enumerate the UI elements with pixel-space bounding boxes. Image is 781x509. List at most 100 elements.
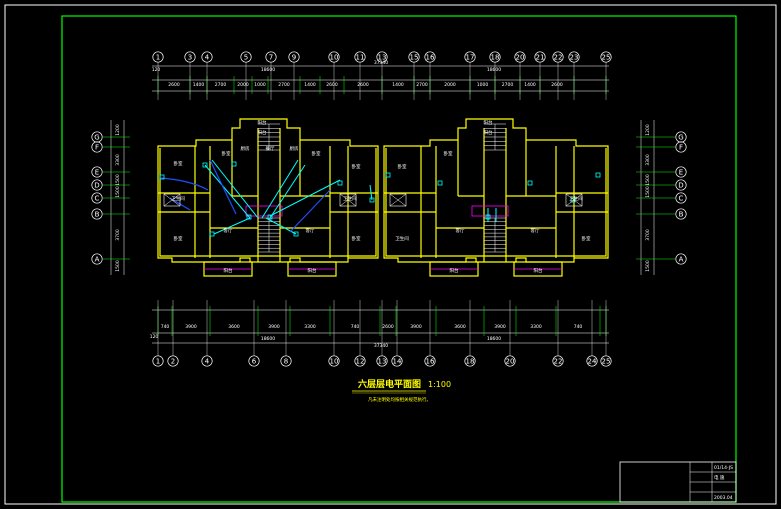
unit-left-inner (159, 148, 377, 257)
svg-text:4: 4 (205, 357, 210, 365)
fixture-symbol (246, 214, 252, 220)
svg-text:E: E (95, 168, 99, 176)
dim-top-segment: 2700 (215, 82, 227, 88)
dim-left-segment: 1500 (115, 186, 121, 198)
svg-text:10: 10 (330, 53, 339, 61)
dim-bottom-segment: 740 (574, 324, 583, 330)
dim-right-segment: 1500 (645, 174, 651, 186)
floor-plan (157, 118, 609, 277)
room-label: 卫生间 (171, 195, 185, 202)
dim-left-segment: 1200 (115, 124, 121, 136)
axis-bubble-right-B: B (675, 208, 687, 220)
dim-top-segment: 2000 (237, 82, 249, 88)
svg-text:G: G (94, 133, 99, 141)
dim-bottom-segment: 3300 (530, 324, 542, 330)
svg-text:9: 9 (292, 53, 296, 61)
axis-bubble-bottom-18: 18 (464, 355, 476, 367)
svg-text:A: A (95, 255, 100, 263)
fixture-symbol (369, 197, 375, 203)
dim-left-segment: 3700 (115, 229, 121, 241)
room-label: 客厅 (456, 227, 465, 234)
toilet-fixture (339, 193, 357, 207)
axis-bubble-bottom-12: 12 (354, 355, 366, 367)
axis-bubble-right-G: G (675, 131, 687, 143)
balcony-label: 阳台 (308, 267, 317, 274)
fixture-symbol (159, 174, 165, 180)
svg-text:18: 18 (491, 53, 500, 61)
dim-right-segment: 1500 (645, 260, 651, 272)
axis-grid-lines (157, 62, 607, 356)
fixture-symbol (485, 214, 491, 220)
room-label: 卧室 (444, 150, 453, 157)
balcony-label: 阳台 (258, 129, 267, 136)
axis-bubble-left-G: G (91, 131, 103, 143)
axis-bubble-top-1: 1 (152, 51, 164, 63)
svg-text:13: 13 (378, 357, 387, 365)
fixture-symbol (385, 172, 391, 178)
svg-text:6: 6 (252, 357, 257, 365)
dim-top-segment: 2600 (168, 82, 180, 88)
axis-bubble-bottom-16: 16 (424, 355, 436, 367)
svg-text:21: 21 (536, 53, 545, 61)
toilet-fixture (163, 193, 181, 207)
bottom-dimension-lines: 18600 37340 18600 120 (150, 309, 609, 349)
title-block-discipline: 电 施 (714, 474, 725, 481)
svg-text:F: F (95, 143, 99, 151)
dim-top-segment: 2700 (278, 82, 290, 88)
title-block-drawing-no: 01/14-JS (714, 465, 733, 471)
room-label: 卧室 (174, 235, 183, 242)
dim-top-segment: 2600 (326, 82, 338, 88)
dim-bottom-half-left: 18600 (261, 336, 275, 342)
dim-top-segment: 1000 (477, 82, 489, 88)
axis-bubble-right-C: C (675, 192, 687, 204)
svg-text:13: 13 (378, 53, 387, 61)
axis-bubble-top-22: 22 (552, 51, 564, 63)
room-label: 卧室 (222, 150, 231, 157)
svg-text:17: 17 (466, 53, 475, 61)
axis-bubble-left-A: A (91, 253, 103, 265)
drawing-frame (61, 15, 737, 503)
axis-bubble-right-E: E (675, 166, 687, 178)
room-label: 餐厅 (266, 145, 275, 152)
axis-bubble-bottom-14: 14 (391, 355, 403, 367)
room-label: 卧室 (352, 163, 361, 170)
room-label: 厨房 (290, 145, 299, 152)
axis-bubble-top-9: 9 (288, 51, 300, 63)
dim-bottom-segment: 740 (351, 324, 360, 330)
left-dimension-lines (110, 120, 125, 275)
balcony-label: 阳台 (224, 267, 233, 274)
axis-bubble-bottom-1: 1 (152, 355, 164, 367)
svg-text:8: 8 (284, 357, 288, 365)
fixture-symbol (231, 161, 237, 167)
svg-text:5: 5 (244, 53, 248, 61)
svg-text:10: 10 (330, 357, 339, 365)
outer-border (4, 4, 777, 505)
room-label: 卧室 (352, 235, 361, 242)
dim-top-segment: 2700 (502, 82, 514, 88)
axis-bubble-top-7: 7 (265, 51, 277, 63)
dim-bottom-segment: 3900 (268, 324, 280, 330)
dim-top-segment: 2700 (416, 82, 428, 88)
dim-left-segment: 1500 (115, 260, 121, 272)
axis-bubble-left-B: B (91, 208, 103, 220)
axis-bubble-top-16: 16 (424, 51, 436, 63)
dim-bottom-segment: 3900 (494, 324, 506, 330)
fixture-symbol (209, 231, 215, 237)
dim-top-total: 37340 (374, 60, 388, 66)
room-label: 卧室 (582, 235, 591, 242)
fixture-symbol (527, 180, 533, 186)
balcony-label: 阳台 (534, 267, 543, 274)
axis-bubble-top-23: 23 (568, 51, 580, 63)
title-block: 01/14-JS 电 施 2003.04 (619, 461, 737, 503)
svg-text:3: 3 (188, 53, 192, 61)
axis-bubble-left-D: D (91, 179, 103, 191)
svg-text:D: D (94, 181, 99, 189)
svg-text:7: 7 (269, 53, 273, 61)
dim-bottom-segment: 3900 (185, 324, 197, 330)
axis-bubble-right-F: F (675, 141, 687, 153)
room-label: 卧室 (312, 150, 321, 157)
